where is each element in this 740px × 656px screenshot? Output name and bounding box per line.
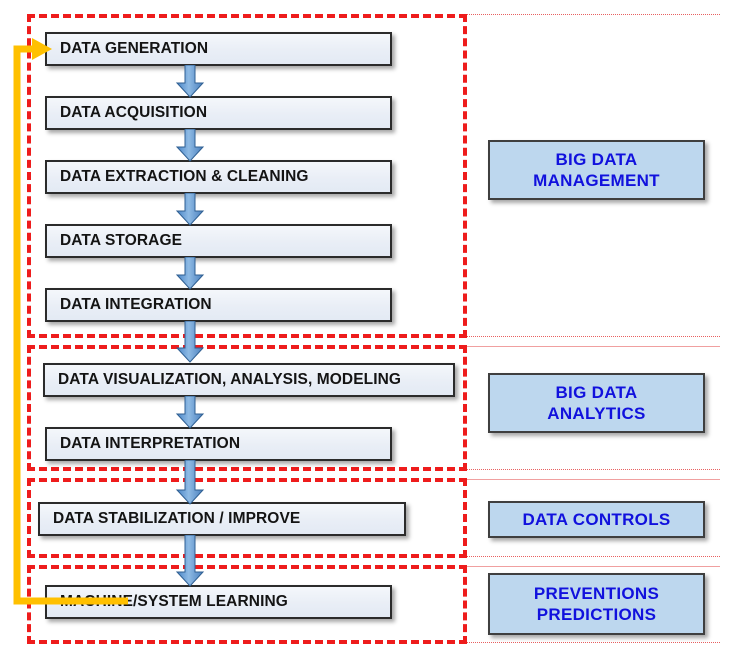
extension-rule-mgmt-bottom	[467, 336, 720, 337]
process-box-data-visualization[interactable]: DATA VISUALIZATION, ANALYSIS, MODELING	[43, 363, 455, 397]
process-label: DATA INTEGRATION	[60, 296, 212, 313]
category-label-line: BIG DATA	[555, 382, 638, 402]
category-box-big-data-management[interactable]: BIG DATA MANAGEMENT	[488, 140, 705, 200]
process-label: DATA INTERPRETATION	[60, 435, 241, 452]
process-label: MACHINE/SYSTEM LEARNING	[60, 593, 288, 610]
process-box-data-acquisition[interactable]: DATA ACQUISITION	[45, 96, 392, 130]
extension-rule-controls-bottom	[467, 556, 720, 557]
flow-arrow-icon	[175, 460, 205, 505]
flow-arrow-icon	[175, 535, 205, 587]
category-label-line: DATA CONTROLS	[522, 509, 671, 529]
category-box-preventions-predictions[interactable]: PREVENTIONS PREDICTIONS	[488, 573, 705, 635]
category-label-line: BIG DATA	[555, 149, 638, 169]
category-label-line: PREVENTIONS	[533, 583, 660, 603]
process-box-data-generation[interactable]: DATA GENERATION	[45, 32, 392, 66]
extension-rule-top	[467, 14, 720, 15]
process-box-data-extraction-cleaning[interactable]: DATA EXTRACTION & CLEANING	[45, 160, 392, 194]
process-box-data-stabilization[interactable]: DATA STABILIZATION / IMPROVE	[38, 502, 406, 536]
process-label: DATA STORAGE	[60, 232, 183, 249]
category-label-line: ANALYTICS	[547, 404, 646, 423]
category-label-line: MANAGEMENT	[533, 171, 660, 190]
process-box-data-integration[interactable]: DATA INTEGRATION	[45, 288, 392, 322]
process-label: DATA VISUALIZATION, ANALYSIS, MODELING	[58, 371, 402, 388]
flow-arrow-icon	[175, 193, 205, 226]
extension-rule-controls-top	[467, 479, 720, 480]
flow-arrow-icon	[175, 321, 205, 363]
process-label: DATA GENERATION	[60, 40, 209, 57]
process-box-data-interpretation[interactable]: DATA INTERPRETATION	[45, 427, 392, 461]
category-box-big-data-analytics[interactable]: BIG DATA ANALYTICS	[488, 373, 705, 433]
process-box-data-storage[interactable]: DATA STORAGE	[45, 224, 392, 258]
process-label: DATA EXTRACTION & CLEANING	[60, 168, 309, 185]
flow-arrow-icon	[175, 129, 205, 162]
extension-rule-bottom	[467, 642, 720, 643]
process-label: DATA STABILIZATION / IMPROVE	[53, 510, 301, 527]
extension-rule-predictions-top	[467, 566, 720, 567]
extension-rule-analytics-top	[467, 346, 720, 347]
process-label: DATA ACQUISITION	[60, 104, 208, 121]
category-label-line: PREDICTIONS	[536, 605, 657, 624]
extension-rule-analytics-bottom	[467, 469, 720, 470]
flow-arrow-icon	[175, 257, 205, 290]
category-box-data-controls[interactable]: DATA CONTROLS	[488, 501, 705, 538]
process-box-machine-system-learning[interactable]: MACHINE/SYSTEM LEARNING	[45, 585, 392, 619]
group-frame-preventions-predictions	[27, 565, 467, 644]
flow-arrow-icon	[175, 396, 205, 429]
flow-arrow-icon	[175, 65, 205, 98]
